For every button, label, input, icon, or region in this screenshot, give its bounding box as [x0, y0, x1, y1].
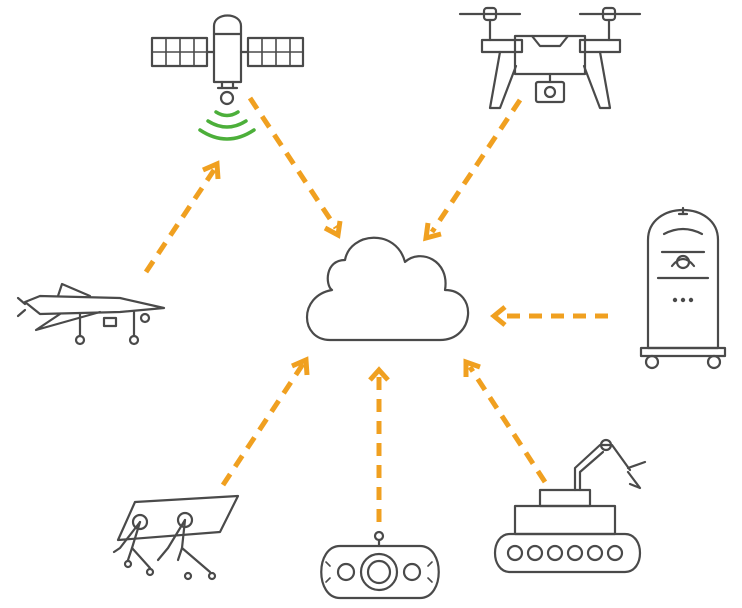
arrow-excavator-to-cloud	[463, 358, 548, 484]
arrow-satellite-to-cloud	[247, 96, 343, 239]
cloud-icon	[306, 236, 470, 342]
tracked-excavator-robot-icon	[494, 438, 647, 574]
arrow-crawler-to-cloud	[368, 366, 390, 522]
arrow-uav-to-satellite	[143, 160, 221, 274]
inspection-crawler-icon	[320, 530, 440, 600]
arrow-drone-to-cloud	[423, 98, 523, 242]
arrow-security-robot-to-cloud	[490, 305, 608, 327]
arrows	[143, 96, 608, 522]
arrow-quadruped-to-cloud	[220, 356, 310, 487]
uav-aircraft-icon	[16, 282, 166, 346]
quadruped-robot-icon	[112, 494, 240, 581]
satellite-icon	[150, 14, 305, 106]
signal-waves-icon	[198, 110, 256, 141]
security-robot-icon	[639, 206, 727, 370]
camera-drone-icon	[458, 6, 642, 110]
